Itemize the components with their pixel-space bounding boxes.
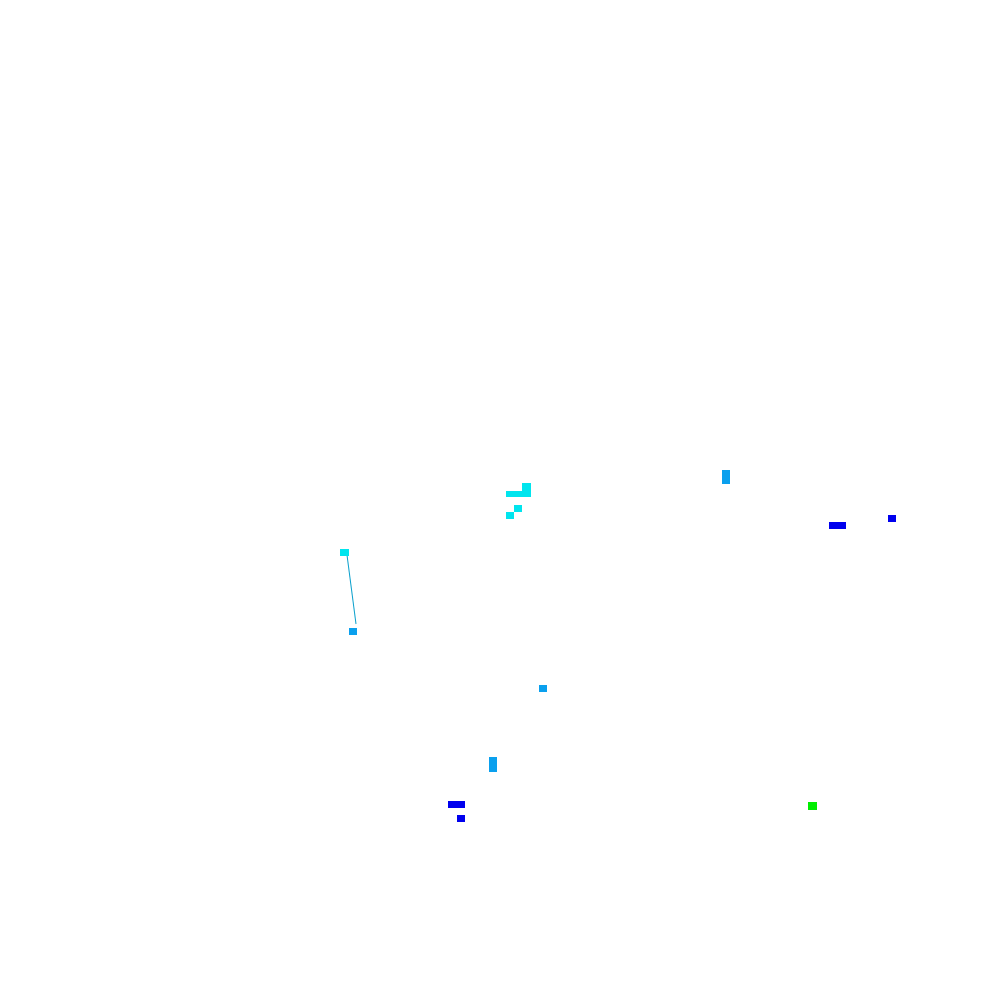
blue-marker-bottom-small (457, 815, 465, 822)
cyan-marker-left (340, 549, 349, 556)
cyan-marker-cluster-top (522, 483, 531, 497)
green-marker (808, 802, 817, 810)
azure-marker-bottom (489, 757, 497, 772)
azure-marker-top-right (722, 470, 730, 484)
cyan-marker-cluster-low (506, 512, 514, 519)
blue-marker-far-right (888, 515, 896, 522)
azure-marker-center (539, 685, 547, 692)
cyan-marker-cluster-bar (506, 491, 531, 497)
azure-marker-left (349, 628, 357, 635)
connector-line (346, 554, 357, 625)
blue-marker-right-bar (829, 522, 846, 529)
blue-marker-bottom-bar (448, 801, 465, 808)
cyan-marker-cluster-mid (514, 505, 522, 512)
